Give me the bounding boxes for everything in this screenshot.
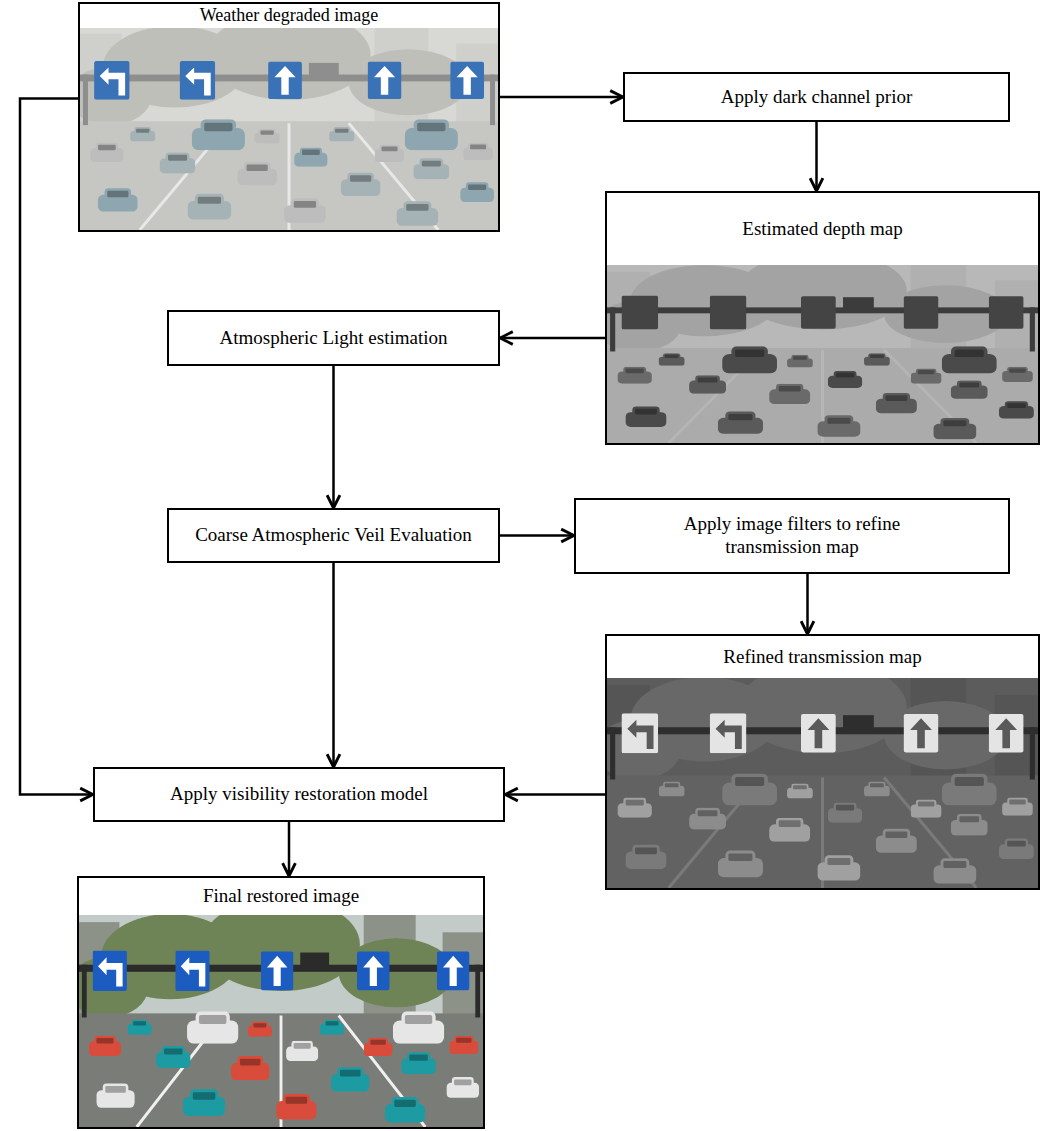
box-label: Apply image filters to refine transmissi… (636, 513, 948, 559)
box-label: Atmospheric Light estimation (220, 327, 448, 350)
flow-arrow (815, 122, 818, 191)
box-label: Apply visibility restoration model (170, 783, 428, 806)
flow-arrow (332, 366, 335, 508)
image-title: Final restored image (79, 878, 483, 915)
image-box: Final restored image (77, 876, 485, 1129)
image-title: Estimated depth map (607, 193, 1038, 265)
hazy-photo (80, 26, 498, 230)
depth-map-picture (607, 265, 1038, 443)
image-title: Weather degraded image (80, 4, 498, 28)
process-box: Apply image filters to refine transmissi… (574, 498, 1010, 574)
box-label: Apply dark channel prior (721, 86, 913, 109)
image-box: Estimated depth map (605, 191, 1040, 445)
image-box: Refined transmission map (605, 634, 1040, 890)
flow-arrow (806, 574, 809, 634)
restored-photo (79, 914, 483, 1127)
flow-arrow (332, 563, 335, 767)
image-box: Weather degraded image (78, 2, 500, 232)
flow-arrow (500, 337, 605, 340)
transmission-map-picture (607, 677, 1038, 888)
process-box: Atmospheric Light estimation (167, 310, 500, 366)
process-box: Apply dark channel prior (623, 72, 1010, 122)
box-label: Coarse Atmospheric Veil Evaluation (195, 524, 472, 547)
depth-scene (607, 265, 1038, 443)
hazy-scene (80, 26, 498, 230)
transmission-scene (607, 677, 1038, 888)
flow-arrow (505, 793, 605, 796)
flow-arrow (500, 96, 623, 99)
image-title: Refined transmission map (607, 636, 1038, 678)
process-box: Coarse Atmospheric Veil Evaluation (167, 508, 500, 563)
restored-scene (79, 914, 483, 1127)
flow-arrow (500, 534, 574, 537)
flow-arrow (288, 822, 291, 876)
flow-arrow (20, 99, 93, 795)
process-box: Apply visibility restoration model (93, 767, 505, 822)
